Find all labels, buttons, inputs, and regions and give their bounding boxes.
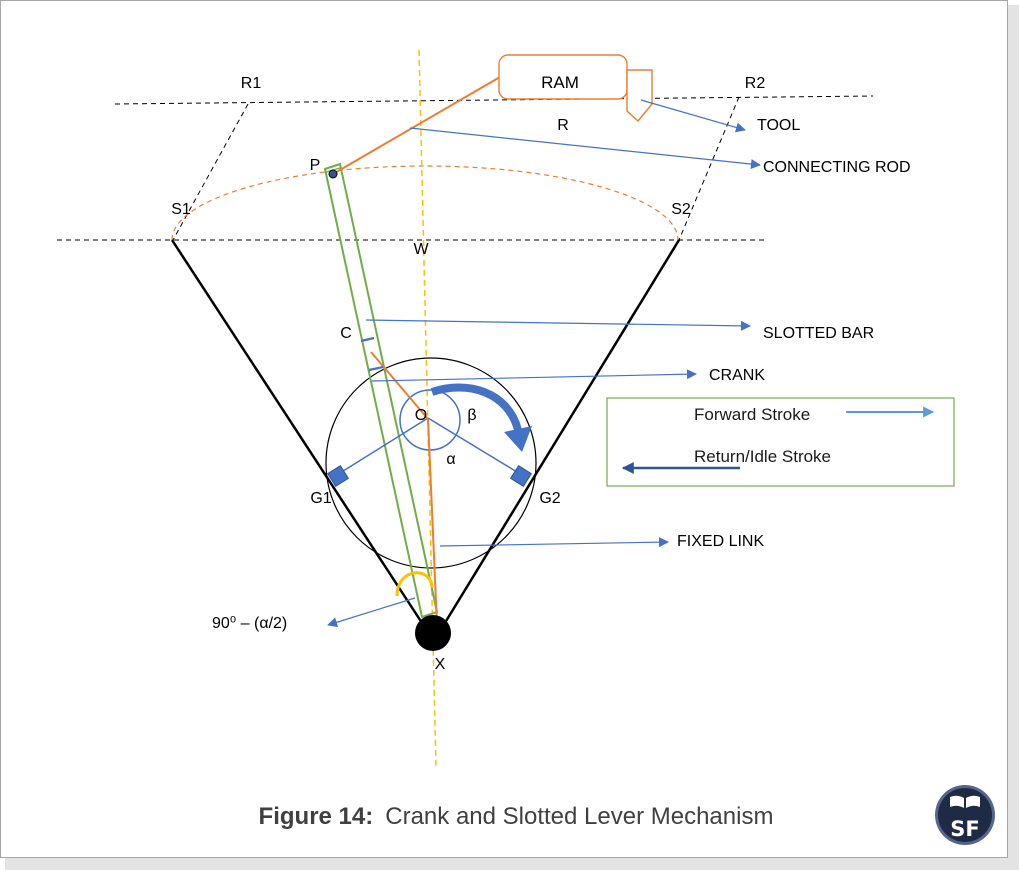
label-c: C — [340, 325, 352, 342]
legend-return-label: Return/Idle Stroke — [694, 447, 831, 466]
label-ram: RAM — [541, 73, 579, 92]
pointer-slotted-bar — [365, 319, 751, 331]
logo-text: SF — [950, 817, 979, 841]
label-o: O — [415, 407, 427, 424]
label-fixed-link: FIXED LINK — [677, 533, 764, 550]
legend-forward-label: Forward Stroke — [694, 405, 810, 424]
crank-line — [370, 351, 429, 420]
label-s2: S2 — [671, 201, 691, 218]
caption-title: Crank and Slotted Lever Mechanism — [385, 803, 773, 830]
label-slotted-bar: SLOTTED BAR — [763, 325, 874, 342]
connecting-rod — [332, 76, 501, 175]
slider-tick-lower — [368, 365, 384, 372]
caption-label: Figure 14: — [259, 803, 374, 830]
pointer-crank — [371, 369, 697, 382]
extreme-position-right — [441, 239, 681, 627]
label-g2: G2 — [539, 490, 560, 507]
label-alpha: α — [446, 451, 455, 468]
label-connecting-rod: CONNECTING ROD — [763, 159, 911, 176]
pointer-angle — [327, 597, 416, 628]
right-angle-marker-g1 — [326, 464, 350, 488]
label-p: P — [310, 157, 321, 174]
extreme-position-left — [170, 239, 426, 627]
right-angle-marker-g2 — [509, 464, 533, 488]
pin-p — [328, 169, 338, 179]
figure-caption: Figure 14: Crank and Slotted Lever Mechan… — [259, 803, 774, 830]
pointer-fixed-link — [439, 537, 669, 548]
label-r: R — [557, 117, 569, 134]
pivot-x — [415, 615, 451, 651]
pin-path-arc — [171, 165, 679, 241]
legend-box — [606, 397, 955, 487]
pointer-connecting-rod — [409, 127, 761, 170]
label-beta: β — [467, 407, 476, 424]
pointer-tool — [640, 99, 746, 133]
ram-stroke-line-r1-r2 — [114, 95, 874, 105]
line-o-g1 — [331, 417, 429, 479]
dashed-line-r2-s2 — [678, 96, 740, 241]
open-book-icon — [950, 795, 980, 808]
label-g1: G1 — [310, 490, 331, 507]
crank-circle — [325, 357, 537, 569]
legend: Forward Stroke Return/Idle Stroke — [606, 397, 955, 487]
sf-logo: SF — [935, 785, 995, 845]
label-tool: TOOL — [757, 117, 800, 134]
line-o-g2 — [427, 417, 528, 479]
label-w: W — [413, 241, 429, 258]
label-angle: 90⁰ – (α/2) — [212, 615, 287, 632]
tool-shape — [626, 69, 653, 123]
rotation-arrow-icon — [430, 383, 532, 452]
label-crank: CRANK — [709, 367, 765, 384]
label-s1: S1 — [171, 201, 191, 218]
angle-arc-x — [395, 571, 434, 597]
label-x: X — [435, 656, 446, 673]
label-r1: R1 — [241, 75, 262, 92]
fixed-link-line — [427, 418, 438, 626]
dashed-line-r1-s1 — [172, 103, 249, 241]
label-r2: R2 — [745, 75, 766, 92]
slider-tick-upper — [360, 336, 375, 343]
